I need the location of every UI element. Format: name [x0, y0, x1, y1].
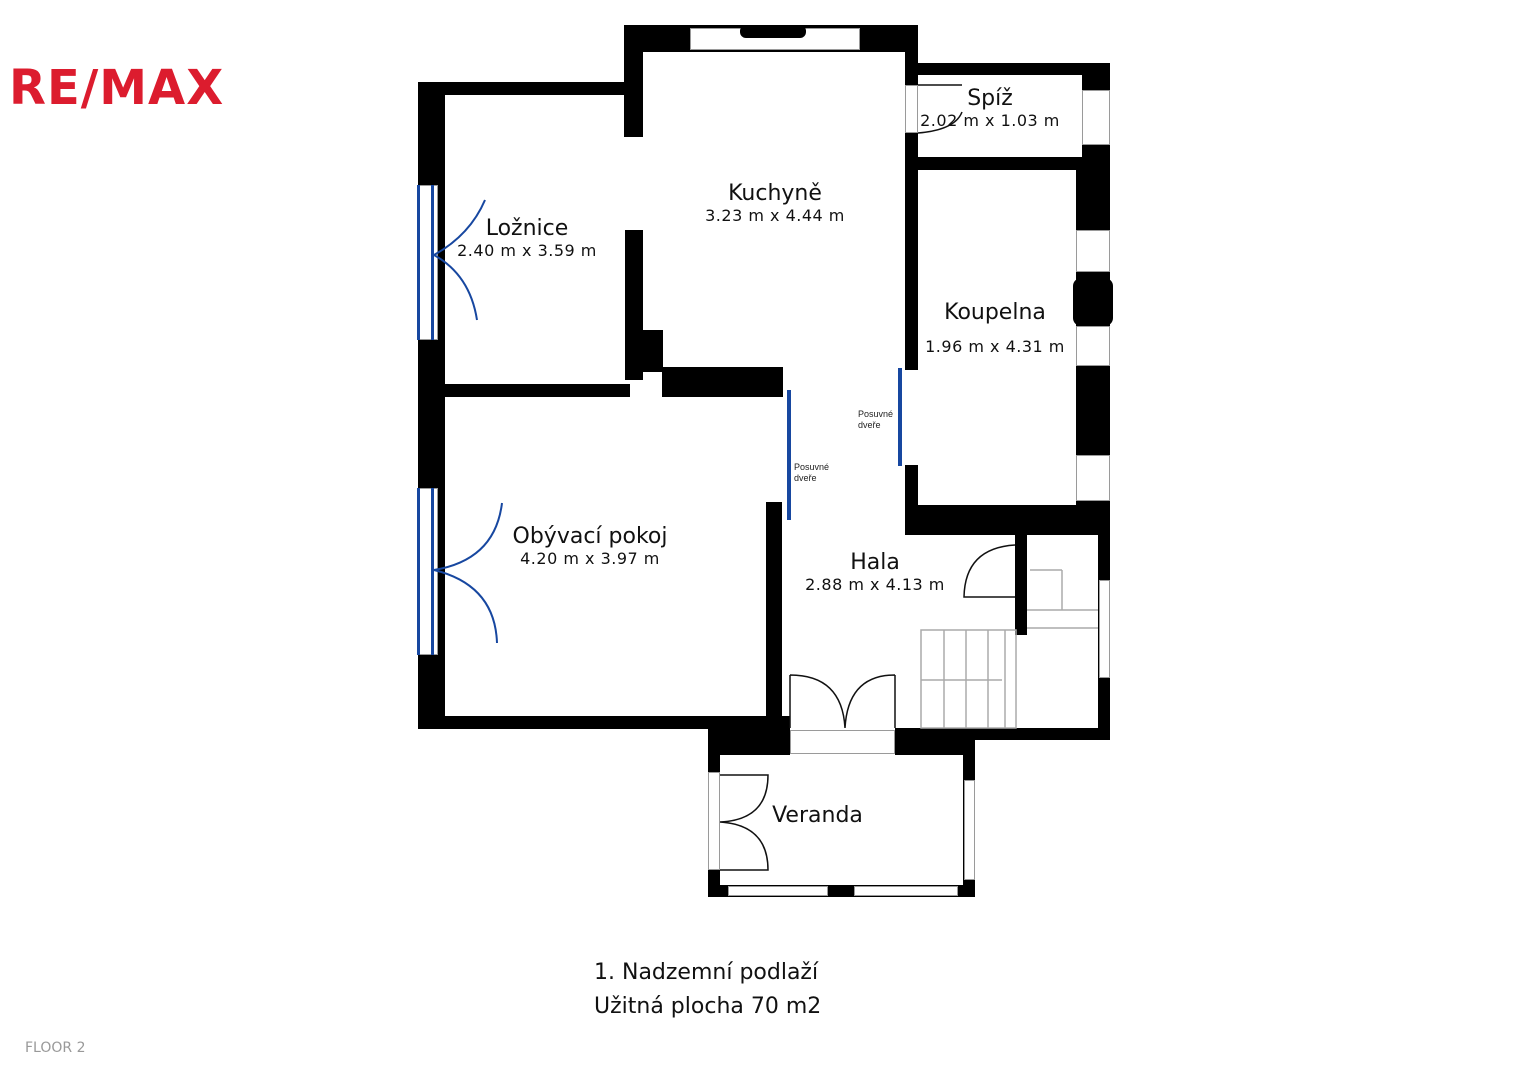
room-name: Koupelna — [944, 300, 1046, 325]
sliding-door — [898, 368, 902, 466]
room-spiz: Spíž 2.02 m x 1.03 m — [920, 86, 1060, 130]
room-name: Obývací pokoj — [512, 524, 668, 549]
sliding-door — [787, 390, 791, 520]
wall — [1015, 535, 1027, 635]
note-line: Posuvné — [794, 462, 830, 472]
window — [728, 886, 828, 896]
room-name: Hala — [850, 550, 900, 575]
wall — [418, 82, 643, 95]
room-obyvaci-pokoj: Obývací pokoj 4.20 m x 3.97 m — [500, 524, 680, 568]
wall — [708, 728, 790, 755]
note-line: dveře — [794, 473, 817, 483]
window-door — [431, 488, 434, 655]
window-door — [417, 488, 420, 655]
room-dimensions: 4.20 m x 3.97 m — [520, 549, 660, 568]
wall — [418, 716, 790, 729]
window-door — [431, 185, 434, 340]
usable-area: Užitná plocha 70 m2 — [594, 994, 822, 1019]
sliding-door-note: Posuvné dveře — [858, 409, 893, 431]
wall — [1073, 278, 1113, 326]
wall — [905, 63, 1110, 75]
room-name: Ložnice — [485, 216, 569, 241]
door-swing — [433, 254, 478, 321]
door-swing — [433, 569, 498, 644]
wall — [766, 502, 782, 728]
window — [1082, 90, 1110, 145]
floor-caption: 1. Nadzemní podlaží Užitná plocha 70 m2 — [594, 956, 821, 1024]
window — [1099, 580, 1110, 678]
sliding-door-note: Posuvné dveře — [794, 462, 829, 484]
wall — [905, 505, 1110, 535]
door-frame — [905, 85, 918, 133]
window — [854, 886, 958, 896]
room-dimensions: 1.96 m x 4.31 m — [925, 337, 1065, 356]
wall — [740, 25, 806, 38]
room-hala: Hala 2.88 m x 4.13 m — [800, 550, 950, 594]
door-swing — [789, 674, 896, 729]
room-dimensions: 2.40 m x 3.59 m — [457, 241, 597, 260]
floor-title: 1. Nadzemní podlaží — [594, 960, 819, 985]
room-dimensions: 2.88 m x 4.13 m — [805, 575, 945, 594]
wall — [905, 157, 1110, 170]
remax-logo: RE/MAX — [9, 60, 225, 116]
window — [964, 780, 975, 880]
window — [1076, 230, 1110, 272]
window — [1076, 455, 1110, 501]
door-swing — [963, 544, 1016, 598]
wall — [625, 330, 663, 372]
room-koupelna: Koupelna 1.96 m x 4.31 m — [920, 300, 1070, 356]
note-line: dveře — [858, 420, 881, 430]
stairs — [920, 569, 1098, 729]
room-dimensions: 2.02 m x 1.03 m — [920, 111, 1060, 130]
room-name: Spíž — [967, 86, 1013, 111]
room-name: Veranda — [772, 803, 863, 828]
wall — [418, 384, 630, 397]
door-swing — [719, 774, 769, 871]
door-swing — [917, 84, 963, 134]
room-loznice: Ložnice 2.40 m x 3.59 m — [452, 216, 602, 260]
wall — [662, 367, 783, 397]
room-veranda: Veranda — [760, 803, 875, 828]
room-name: Kuchyně — [728, 181, 822, 206]
wall — [895, 728, 975, 755]
door-sill — [790, 730, 895, 754]
note-line: Posuvné — [858, 409, 894, 419]
wall — [624, 25, 643, 137]
door-frame — [708, 772, 720, 870]
room-kuchyne: Kuchyně 3.23 m x 4.44 m — [695, 181, 855, 225]
floor-label: FLOOR 2 — [25, 1040, 86, 1056]
door-swing — [433, 199, 486, 256]
window-door — [417, 185, 420, 340]
room-dimensions: 3.23 m x 4.44 m — [705, 206, 845, 225]
window — [1076, 326, 1110, 366]
door-swing — [433, 502, 503, 571]
